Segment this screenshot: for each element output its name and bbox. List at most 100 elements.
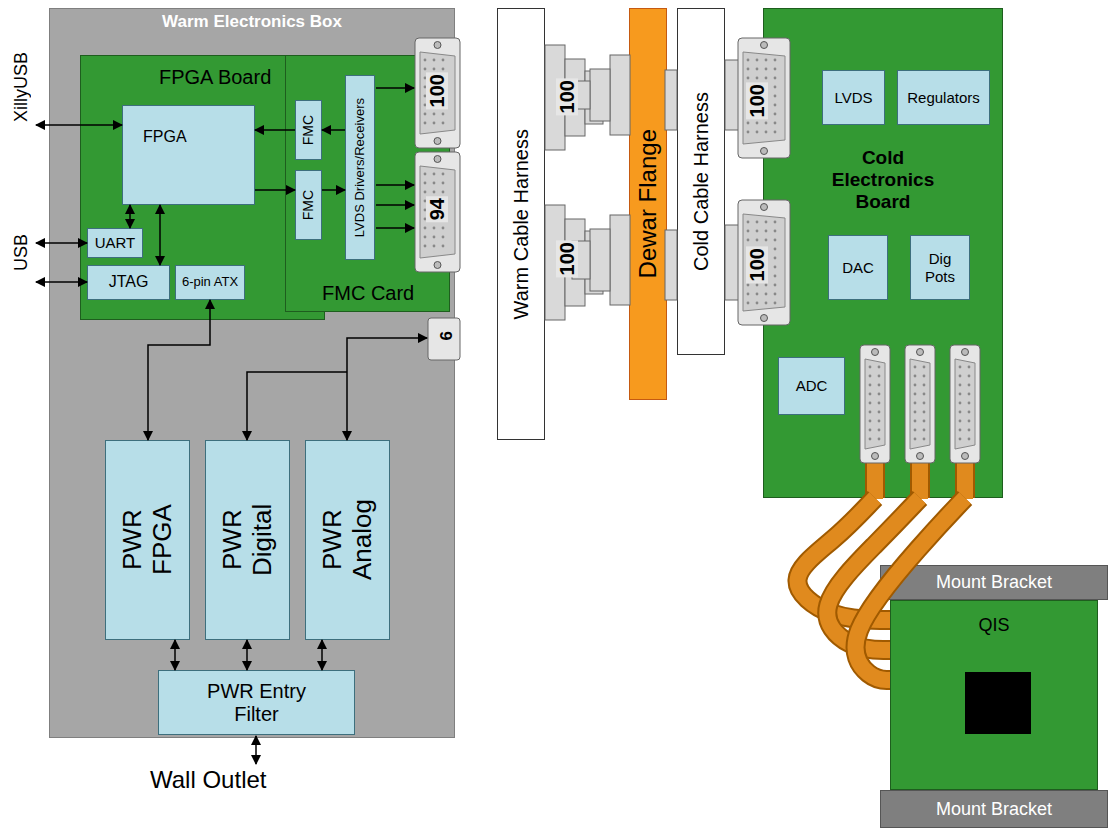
pin (774, 230, 777, 233)
pin (747, 293, 750, 296)
pin (442, 182, 445, 185)
pin (869, 429, 872, 432)
pin (968, 375, 971, 378)
pin (959, 366, 962, 369)
ribbon-cable (827, 498, 920, 650)
ribbon-cable (856, 498, 965, 680)
pin (756, 113, 759, 116)
pin (774, 266, 777, 269)
pin (747, 59, 750, 62)
pin (747, 230, 750, 233)
pin (756, 59, 759, 62)
pin (424, 236, 427, 239)
connector-plate (738, 200, 790, 325)
ribbon-stub (955, 455, 975, 498)
signal-connector (255, 130, 295, 131)
pin (756, 284, 759, 287)
mount-bracket: Mount Bracket (880, 790, 1108, 828)
power-connector-box: 6-pin ATX (175, 265, 245, 300)
node-text: QIS (891, 615, 1097, 636)
pin (747, 275, 750, 278)
connector-line (148, 300, 210, 440)
pin (765, 275, 768, 278)
pin (424, 173, 427, 176)
pin (774, 257, 777, 260)
pin (433, 77, 436, 80)
screw (917, 453, 924, 460)
node-text: LVDS (834, 89, 872, 106)
power-connector (428, 318, 460, 360)
screw (962, 453, 969, 460)
pin (765, 284, 768, 287)
d-sub-connector (415, 38, 460, 148)
pin (442, 77, 445, 80)
pin (433, 59, 436, 62)
pin (747, 302, 750, 305)
ribbon-cable (797, 498, 890, 620)
plug-body (590, 229, 610, 291)
pin (765, 86, 768, 89)
ribbon-stub (957, 455, 973, 499)
node-text: FPGA Board (159, 66, 271, 89)
pin (774, 86, 777, 89)
d-sub-connector (415, 152, 460, 272)
node-text: Dewar Flange (634, 129, 662, 278)
pin (747, 266, 750, 269)
pin (774, 239, 777, 242)
pin (765, 293, 768, 296)
pin-count: 100 (746, 246, 768, 283)
screw (761, 315, 768, 322)
pin (756, 104, 759, 107)
pin (959, 420, 962, 423)
screw (761, 148, 768, 155)
pin (424, 95, 427, 98)
screw (761, 42, 768, 49)
mains-wire (255, 736, 257, 764)
plug-side-view (545, 205, 603, 320)
ribbon-outline (856, 498, 965, 680)
pin (747, 131, 750, 134)
pin (747, 248, 750, 251)
interface-box: JTAG (87, 265, 170, 300)
chip-box: Regulators (897, 70, 990, 125)
pin (442, 95, 445, 98)
pin (756, 122, 759, 125)
screw (434, 156, 441, 163)
pin (747, 221, 750, 224)
pin (765, 59, 768, 62)
pin (433, 95, 436, 98)
pin (968, 366, 971, 369)
screw (917, 349, 924, 356)
signal-connector (322, 130, 345, 131)
pin (869, 375, 872, 378)
pin (869, 384, 872, 387)
pin (914, 402, 917, 405)
plug-body (572, 241, 590, 279)
connector-line (322, 129, 345, 131)
fmc-connector-box: FMC (295, 100, 322, 160)
plug-side-view (545, 45, 603, 150)
pin (756, 239, 759, 242)
pin (968, 393, 971, 396)
pin (914, 384, 917, 387)
pin (914, 393, 917, 396)
usb-wire (36, 242, 87, 244)
pin (747, 104, 750, 107)
screw (761, 204, 768, 211)
connector-plate (738, 38, 790, 158)
pin (774, 77, 777, 80)
pin (878, 438, 881, 441)
plug-body (585, 71, 603, 124)
pin (433, 245, 436, 248)
pin (878, 402, 881, 405)
pin (765, 68, 768, 71)
node-text: FPGA (143, 128, 187, 146)
pin (774, 131, 777, 134)
screw (434, 138, 441, 145)
pin (765, 104, 768, 107)
pin (433, 173, 436, 176)
pin (433, 113, 436, 116)
pin (914, 420, 917, 423)
pin (433, 200, 436, 203)
